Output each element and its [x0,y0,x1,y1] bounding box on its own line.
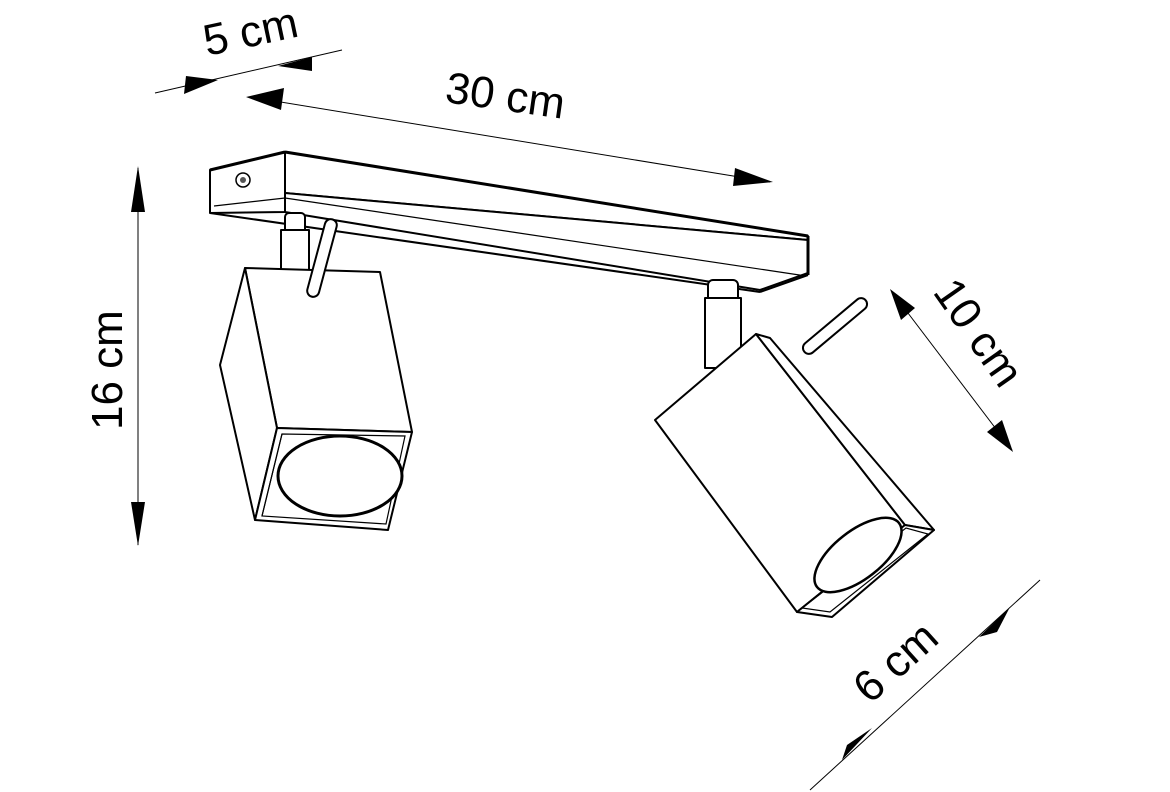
arrowhead-icon [733,168,773,186]
ceiling-bar [209,150,810,293]
arrowhead-icon [131,502,145,546]
dimension-total-height: 16 cm [83,166,145,546]
arrowhead-icon [131,166,145,212]
label-total-height: 16 cm [83,310,132,430]
bulb-opening [276,434,404,518]
arrowhead-icon [842,728,872,760]
arrowhead-icon [278,57,312,71]
arrowhead-icon [246,88,284,110]
bulb-opening [813,516,903,594]
screw-head-icon [240,177,246,183]
label-base-depth: 5 cm [199,0,302,66]
arrowhead-icon [987,420,1013,452]
spotlight-left [219,212,413,531]
dimension-base-depth: 5 cm [154,0,343,94]
label-base-length: 30 cm [443,63,568,128]
arrowhead-icon [890,289,915,320]
dimension-shade-width: 6 cm [809,579,1041,791]
arrowhead-icon [979,607,1010,637]
label-shade-width: 6 cm [844,612,948,712]
dimension-shade-length: 10 cm [890,270,1033,452]
spotlight-right [654,279,935,618]
label-shade-length: 10 cm [924,270,1033,396]
arrowhead-icon [184,76,218,94]
